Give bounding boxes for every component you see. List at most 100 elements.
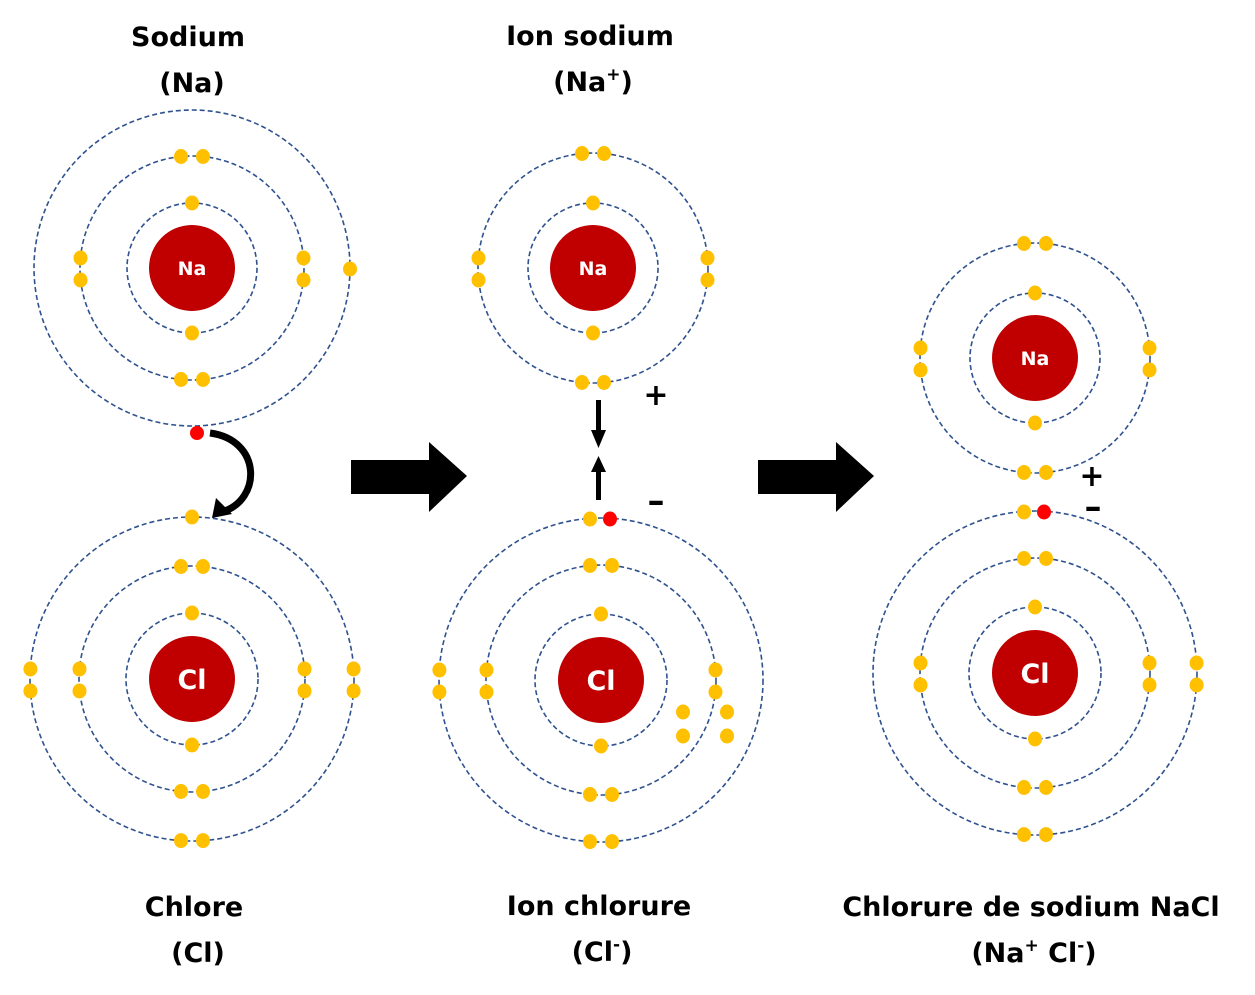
chloride-ion-bonded-shell2-electron [1142, 677, 1157, 693]
nacl-formula-cl: Cl [1039, 938, 1077, 969]
sodium-ion-bonded-shell2-electron [1017, 236, 1031, 251]
chloride-ion-bonded: Cl [872, 504, 1204, 843]
chloride-ion-bonded-nucleus [992, 630, 1078, 716]
sodium-atom-shell2-electron [73, 272, 88, 288]
sodium-ion-bonded-shell2-electron [1142, 340, 1157, 356]
step-arrow-step1-to-step2 [351, 442, 467, 512]
chlorine-atom-symbol: Cl [177, 665, 206, 696]
chloride-ion-bonded-symbol: Cl [1020, 659, 1049, 690]
electron-transfer-arrow [209, 429, 255, 516]
sodium-atom-shell3-electron [343, 261, 357, 277]
negative-charge-sign-step3: – [1085, 487, 1102, 527]
sodium-ion-bonded-shell1-electron [1028, 285, 1042, 301]
sodium-ion-formula-end: ) [621, 67, 633, 98]
chloride-ion-outer-electron [583, 511, 597, 527]
sodium-ion-shell2-electron [471, 272, 486, 288]
sodium-chloride-title: Chlorure de sodium NaCl [842, 892, 1219, 923]
chlorine-atom-shell2-electron [174, 559, 188, 574]
sodium-ion-bonded-shell2-electron [913, 362, 928, 378]
nacl-formula-end: ) [1084, 938, 1096, 969]
sodium-ion-shell-2 [477, 152, 709, 384]
chlorine-atom-shell2-electron [72, 661, 87, 677]
chlorine-atom-shell1-electron [185, 605, 199, 621]
sodium-atom-nucleus [149, 225, 235, 311]
chloride-ion-shell2-electron [605, 558, 619, 573]
chloride-ion-gained-electron [603, 511, 617, 527]
sodium-ion-symbol: Na [579, 258, 608, 280]
chloride-ion-formula-end: ) [620, 937, 632, 968]
sodium-atom-shell2-electron [196, 149, 210, 164]
chloride-ion-shell1-electron [594, 738, 608, 754]
chlorine-atom-shell3-electron [23, 661, 38, 677]
sodium-ion-charge-sup: + [606, 65, 620, 85]
sodium-atom-shell2-electron [296, 272, 311, 288]
chloride-ion-shell-3 [438, 517, 764, 843]
chloride-ion-formula-base: (Cl [572, 937, 613, 968]
chloride-ion-shell2-electron [583, 787, 597, 802]
chloride-ion-bonded-outer-electron [1017, 504, 1031, 520]
step-arrow-step2-to-step3 [758, 442, 874, 512]
sodium-atom-shell2-electron [174, 372, 188, 387]
chlorine-atom: Cl [23, 509, 361, 849]
chlorine-atom-shell3-electron [346, 661, 361, 677]
chloride-ion-charge-sup: - [613, 935, 620, 955]
sodium-ion-bonded-shell2-electron [1039, 236, 1053, 251]
positive-charge-sign-step2: + [643, 378, 668, 413]
sodium-atom: Na [33, 109, 357, 440]
chloride-ion-bonded-shell3-electron [1189, 655, 1204, 671]
sodium-ion-shell2-electron [471, 250, 486, 266]
chlorine-atom-shell3-electron [346, 683, 361, 699]
chlorine-atom-shell2-electron [297, 661, 312, 677]
chlorine-atom-shell-1 [125, 612, 259, 746]
sodium-atom-shell2-electron [73, 250, 88, 266]
chloride-ion-shell2-electron [708, 662, 723, 678]
chloride-ion-bonded-gained-electron [1037, 504, 1051, 520]
chlorine-atom-shell2-electron [196, 784, 210, 799]
chloride-ion-bonded-shell-2 [919, 557, 1151, 789]
sodium-atom-shell2-electron [174, 149, 188, 164]
chloride-ion-shell-1 [534, 613, 668, 747]
chlorine-atom-shell3-electron [174, 833, 188, 849]
chlorine-atom-nucleus [149, 636, 235, 722]
positive-charge-sign-step3: + [1079, 459, 1104, 494]
sodium-ion-shell2-electron [575, 146, 589, 161]
chlorine-title: Chlore [145, 892, 243, 923]
sodium-ion-bonded-nucleus [992, 315, 1078, 401]
sodium-ion-bonded: Na [913, 236, 1157, 480]
nacl-na-charge-sup: + [1025, 936, 1039, 956]
chlorine-formula: (Cl) [171, 938, 225, 969]
chloride-ion-bonded-shell3-electron [1017, 827, 1031, 843]
chloride-ion-shifted-electron [720, 704, 734, 720]
sodium-atom-shell-2 [79, 155, 305, 381]
sodium-atom-symbol: Na [178, 258, 207, 280]
sodium-atom-shell2-electron [196, 372, 210, 387]
sodium-ion-bonded-shell1-electron [1028, 415, 1042, 431]
sodium-ion-bonded-shell2-electron [1017, 465, 1031, 480]
sodium-ion-shell1-electron [586, 325, 600, 341]
chlorine-atom-shell1-electron [185, 737, 199, 753]
attraction-arrow-down-head [591, 430, 606, 448]
sodium-ion-title: Ion sodium [506, 21, 674, 52]
sodium-ion-shell2-electron [700, 250, 715, 266]
sodium-atom-shell1-electron [185, 325, 199, 341]
chloride-ion-bonded-shell1-electron [1028, 599, 1042, 615]
sodium-ion-bonded-shell2-electron [1039, 465, 1053, 480]
sodium-ion-shell2-electron [597, 375, 611, 390]
sodium-ion-shell2-electron [597, 146, 611, 161]
sodium-ion-bonded-shell-2 [919, 242, 1151, 474]
chloride-ion-title: Ion chlorure [507, 891, 691, 922]
sodium-ion-formula: (Na+) [553, 65, 633, 98]
chlorine-atom-shell3-electron [23, 683, 38, 699]
nacl-formula-na: (Na [971, 938, 1024, 969]
chloride-ion-shell3-electron [432, 662, 447, 678]
sodium-ion-nucleus [550, 225, 636, 311]
chloride-ion-bonded-shell2-electron [913, 655, 928, 671]
chloride-ion-shell2-electron [479, 684, 494, 700]
chloride-ion-bonded-shell2-electron [1017, 780, 1031, 795]
chloride-ion-bonded-shell-3 [872, 510, 1198, 836]
sodium-chloride-formula: (Na+ Cl-) [971, 936, 1096, 969]
chlorine-atom-shell2-electron [174, 784, 188, 799]
sodium-title: Sodium [131, 22, 245, 53]
attraction-arrow-up-shaft [596, 472, 601, 500]
